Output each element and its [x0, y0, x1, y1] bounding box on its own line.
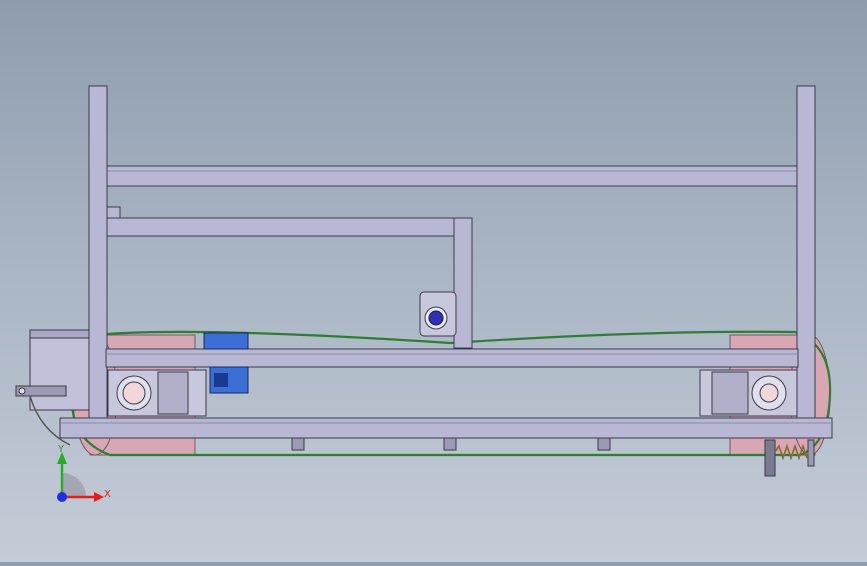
- z-axis-dot: [57, 492, 67, 502]
- gear-motor: [203, 332, 249, 394]
- mounting-foot-3: [597, 437, 611, 451]
- left-post: [88, 85, 108, 421]
- mounting-foot-2: [443, 437, 457, 451]
- left-bearing-housing: [107, 369, 207, 417]
- motor-housing-left: [15, 329, 91, 446]
- y-axis-label: Y: [57, 444, 65, 455]
- inner-frame: [105, 206, 473, 349]
- bearing-block: [419, 291, 457, 337]
- middle-rail: [105, 348, 799, 368]
- x-axis-label: X: [104, 489, 111, 500]
- right-bearing-housing: [699, 369, 798, 417]
- mounting-foot-1: [291, 437, 305, 451]
- top-crossbar: [105, 165, 799, 187]
- base-beam: [59, 417, 833, 439]
- right-post: [796, 85, 816, 421]
- coordinate-triad: Y X: [57, 444, 111, 502]
- tension-spring: [764, 439, 815, 477]
